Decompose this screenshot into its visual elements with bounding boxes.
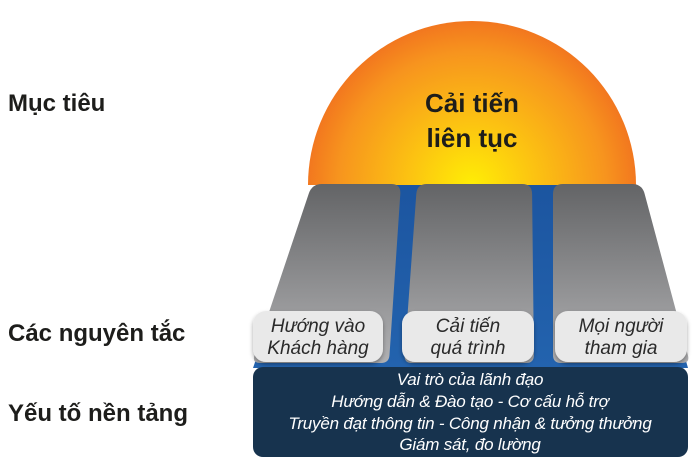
sun-title-line1: Cải tiến bbox=[425, 88, 519, 118]
plate-customer-focus bbox=[253, 311, 383, 362]
foundation-text-line1: Vai trò của lãnh đạo bbox=[397, 370, 544, 389]
foundation-text-line2: Hướng dẫn & Đào tạo - Cơ cấu hỗ trợ bbox=[331, 392, 610, 411]
plate-text-process-line2: quá trình bbox=[431, 338, 506, 359]
foundation-text-line4: Giám sát, đo lường bbox=[399, 435, 541, 454]
plate-process-improvement bbox=[402, 311, 534, 362]
plate-text-customer-line1: Hướng vào bbox=[271, 316, 365, 337]
row-label-principles: Các nguyên tắc bbox=[8, 319, 185, 347]
row-label-foundation: Yếu tố nền tảng bbox=[8, 400, 188, 427]
plate-text-everyone-line1: Mọi người bbox=[579, 316, 665, 337]
foundation-text-line3: Truyền đạt thông tin - Công nhận & tưởng… bbox=[288, 414, 652, 433]
foundation-base bbox=[253, 367, 688, 457]
plate-everyone-participates bbox=[555, 311, 687, 362]
sun-shape bbox=[308, 21, 636, 185]
row-label-goal: Mục tiêu bbox=[8, 90, 105, 117]
plate-text-customer-line2: Khách hàng bbox=[267, 338, 369, 359]
plate-text-everyone-line2: tham gia bbox=[585, 338, 658, 359]
plate-text-process-line1: Cải tiến bbox=[436, 316, 500, 337]
sun-title-line2: liên tục bbox=[426, 123, 517, 153]
